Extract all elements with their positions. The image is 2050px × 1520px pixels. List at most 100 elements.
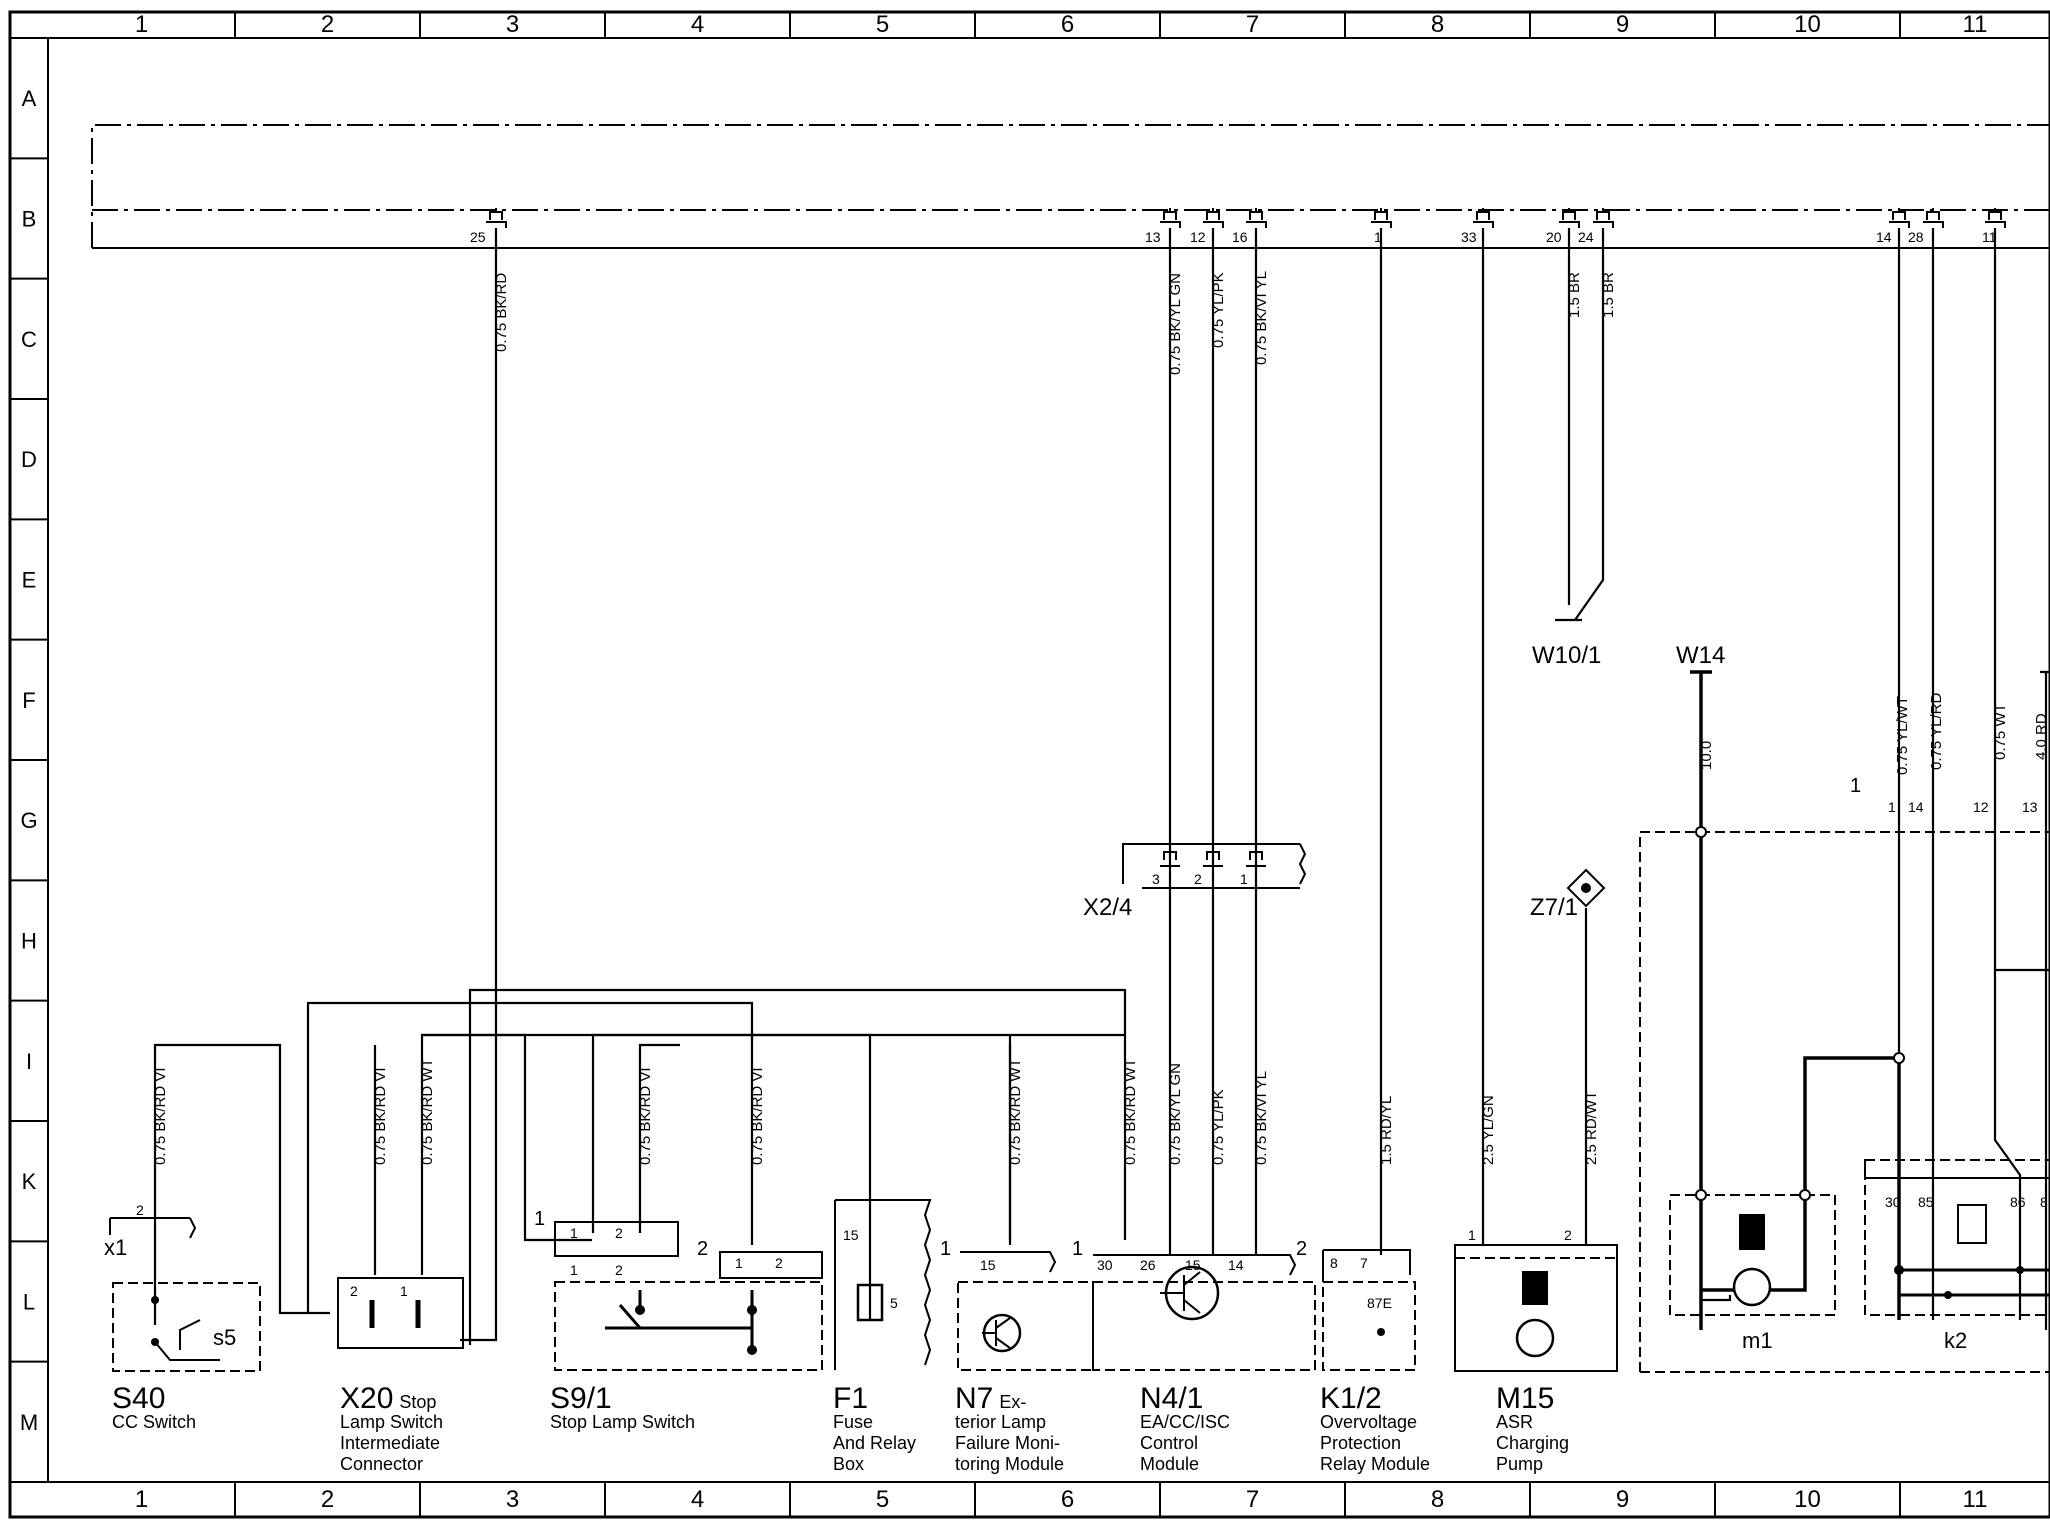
- wire-label-s9a: 0.75 BK/RD VI: [637, 1067, 654, 1165]
- wire-label-11: 0.75 WT: [1992, 703, 2009, 760]
- wire-label-13: 0.75 BK/YL GN: [1167, 273, 1184, 375]
- wire-label-edge: 4.0 RD: [2033, 713, 2050, 760]
- component-description: Relay Module: [1320, 1454, 1430, 1474]
- k2-pin-86: 86: [2010, 1194, 2026, 1210]
- column-number-bottom: 11: [1963, 1486, 1988, 1513]
- component-description: Lamp Switch: [340, 1412, 443, 1432]
- x24-pin-3: 3: [1152, 871, 1160, 887]
- column-number-top: 8: [1431, 11, 1444, 38]
- column-number-bottom: 3: [506, 1486, 519, 1513]
- x24-pin-1: 1: [1240, 871, 1248, 887]
- open-junction-dots: [1695, 826, 1905, 1201]
- s9-pin-c: 1: [570, 1262, 578, 1278]
- column-number-bottom: 4: [691, 1486, 704, 1513]
- grid-frame: [8, 10, 2050, 1519]
- component-code: S40: [112, 1382, 165, 1415]
- pin-28: 28: [1908, 229, 1924, 245]
- wire-label-m15a: 2.5 YL/GN: [1480, 1095, 1497, 1165]
- component-description: Overvoltage: [1320, 1412, 1417, 1432]
- row-letter: K: [22, 1169, 37, 1194]
- row-letter: I: [26, 1049, 32, 1074]
- component-outlines: [109, 831, 2050, 1373]
- row-letter: B: [22, 207, 37, 232]
- s9-pin-e: 1: [735, 1255, 743, 1271]
- component-description: toring Module: [955, 1454, 1064, 1474]
- pin-11: 11: [1982, 229, 1997, 245]
- wire-label-25: 0.75 BK/RD: [493, 273, 510, 352]
- z7-1-ground-icon: [1566, 868, 1606, 908]
- component-description: Failure Moni-: [955, 1433, 1060, 1453]
- n4-pin-30: 30: [1097, 1257, 1113, 1273]
- row-letter: E: [22, 568, 37, 593]
- column-number-bottom: 2: [321, 1486, 334, 1513]
- pin-12: 12: [1190, 229, 1206, 245]
- w14-label: W14: [1676, 642, 1725, 669]
- component-description: ASR: [1496, 1412, 1533, 1432]
- top-pins: [486, 208, 2006, 228]
- wire-label-s9b: 0.75 BK/RD VI: [749, 1067, 766, 1165]
- pin-16: 16: [1232, 229, 1248, 245]
- wire-label-s40: 0.75 BK/RD VI: [152, 1067, 169, 1165]
- pin-20: 20: [1546, 229, 1562, 245]
- row-letter: G: [20, 808, 37, 833]
- column-number-bottom: 5: [876, 1486, 889, 1513]
- wire-label-x20b: 0.75 BK/RD WT: [419, 1058, 436, 1165]
- row-letter: M: [20, 1410, 38, 1435]
- component-description: Box: [833, 1454, 864, 1474]
- component-description: Charging: [1496, 1433, 1569, 1453]
- wire-labels: 0.75 BK/RD 0.75 BK/YL GN 0.75 YL/PK 0.75…: [152, 271, 2050, 1165]
- column-number-top: 10: [1794, 11, 1821, 38]
- wire-label-w14: 10.0: [1698, 741, 1715, 770]
- k2-pin-30: 30: [1885, 1194, 1901, 1210]
- column-number-top: 4: [691, 11, 704, 38]
- x20-pin-1: 1: [400, 1283, 408, 1299]
- section-2b: 2: [1296, 1238, 1307, 1260]
- wire-label-16: 0.75 BK/VI YL: [1253, 271, 1270, 365]
- k12-pin-8: 8: [1330, 1255, 1338, 1271]
- component-description: terior Lamp: [955, 1412, 1046, 1432]
- component-description: CC Switch: [112, 1412, 196, 1432]
- g-pin-13: 13: [2022, 799, 2038, 815]
- pin-14: 14: [1876, 229, 1892, 245]
- n4-pin-26: 26: [1140, 1257, 1156, 1273]
- component-description: Module: [1140, 1454, 1199, 1474]
- pin-1: 1: [1374, 229, 1382, 245]
- k12-pin-7: 7: [1360, 1255, 1368, 1271]
- component-code: N4/1: [1140, 1382, 1203, 1415]
- f1-pin-15: 15: [843, 1227, 859, 1243]
- wires: [153, 228, 2050, 1345]
- column-number-top: 2: [321, 11, 334, 38]
- column-number-top: 6: [1061, 11, 1074, 38]
- f1-pin-5: 5: [890, 1295, 898, 1311]
- s9-pin-b: 2: [615, 1225, 623, 1241]
- column-number-top: 9: [1616, 11, 1629, 38]
- row-letter: C: [21, 327, 37, 352]
- column-number-bottom: 7: [1246, 1486, 1259, 1513]
- component-description: Stop Lamp Switch: [550, 1412, 695, 1432]
- s9-pin-a: 1: [570, 1225, 578, 1241]
- wire-label-n4d: 0.75 BK/VI YL: [1253, 1071, 1270, 1165]
- section-2a: 2: [697, 1238, 708, 1260]
- pin-24: 24: [1578, 229, 1594, 245]
- top-harness: [91, 124, 2050, 249]
- wire-label-n4b: 0.75 BK/YL GN: [1167, 1063, 1184, 1165]
- n7-pin: 15: [980, 1257, 996, 1273]
- row-letter: F: [22, 688, 35, 713]
- pin-25: 25: [470, 229, 486, 245]
- wire-label-n4a: 0.75 BK/RD WT: [1122, 1058, 1139, 1165]
- component-description: Control: [1140, 1433, 1198, 1453]
- pin-13: 13: [1145, 229, 1161, 245]
- s9-pin-d: 2: [615, 1262, 623, 1278]
- k12-87e: 87E: [1367, 1295, 1392, 1311]
- column-number-bottom: 9: [1616, 1486, 1629, 1513]
